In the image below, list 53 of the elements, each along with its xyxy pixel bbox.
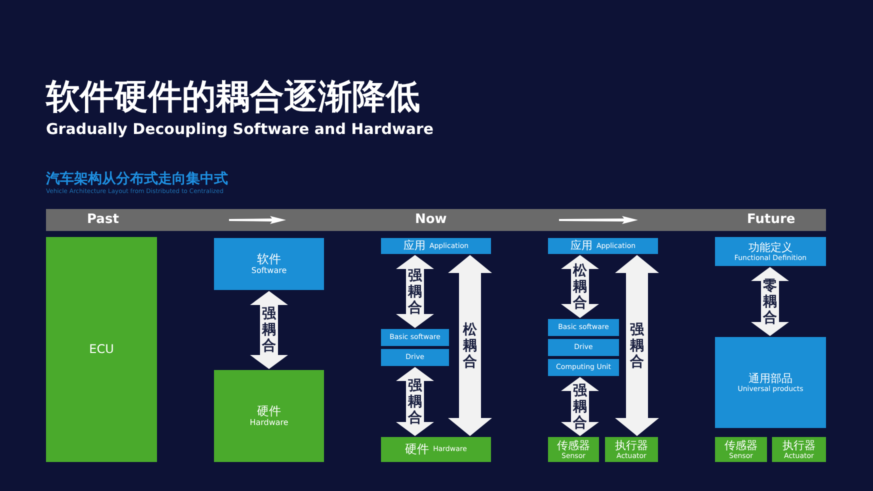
box-label: 硬件	[405, 442, 430, 457]
edge-label: 强耦合	[408, 268, 422, 316]
double-arrow	[561, 255, 599, 318]
layer-box	[548, 319, 619, 336]
layer-box	[605, 437, 658, 462]
box-label: 功能定义	[748, 240, 792, 254]
box-label: 应用	[403, 239, 426, 253]
layer-box	[381, 349, 449, 366]
box-label: ECU	[89, 342, 114, 357]
layer-box	[381, 238, 491, 254]
layer-box	[548, 359, 619, 376]
box-label: 执行器	[782, 438, 816, 452]
layer-box	[715, 237, 826, 266]
box-label: 传感器	[724, 438, 758, 452]
box-label: 执行器	[615, 438, 648, 452]
box-sublabel: Hardware	[250, 418, 288, 428]
layer-box	[548, 339, 619, 356]
box-sublabel: Software	[251, 266, 287, 276]
double-arrow	[751, 267, 789, 336]
layer-box	[214, 370, 324, 462]
layer-box	[772, 437, 826, 462]
double-arrow	[250, 291, 288, 369]
title: 软件硬件的耦合逐渐降低	[46, 76, 420, 119]
box-label: 应用	[570, 239, 592, 253]
double-arrow	[396, 255, 434, 328]
edge-label: 零耦合	[762, 278, 778, 326]
box-label: 传感器	[557, 438, 590, 452]
edge-label: 强耦合	[572, 382, 588, 430]
timeline-label: Future	[747, 212, 796, 227]
double-arrow	[561, 377, 599, 436]
layer-box	[548, 238, 658, 254]
box-label: 通用部品	[748, 372, 792, 385]
box-label: 软件	[257, 252, 281, 266]
layer-box	[214, 238, 324, 290]
timeline-label: Past	[87, 212, 119, 227]
box-label: 硬件	[257, 404, 281, 418]
section-heading: 汽车架构从分布式走向集中式	[46, 170, 228, 188]
layer-box	[715, 337, 826, 428]
layer-box	[381, 437, 491, 462]
edge-label: 强耦合	[262, 306, 276, 354]
layer-box	[548, 437, 599, 462]
subtitle: Gradually Decoupling Software and Hardware	[46, 120, 434, 138]
timeline-label: Now	[415, 212, 447, 227]
layer-box	[46, 237, 157, 462]
double-arrow	[615, 255, 659, 436]
double-arrow	[396, 367, 434, 436]
edge-label: 强耦合	[630, 322, 644, 370]
edge-label: 强耦合	[408, 378, 422, 426]
double-arrow	[448, 255, 492, 436]
edge-label: 松耦合	[462, 322, 478, 370]
layer-box	[715, 437, 767, 462]
edge-label: 松耦合	[572, 262, 588, 310]
layer-box	[381, 329, 449, 346]
